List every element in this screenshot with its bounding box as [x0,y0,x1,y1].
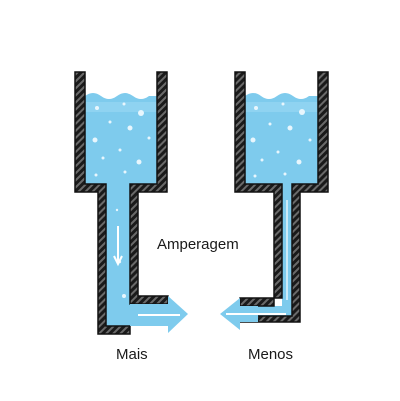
right-bubbles [250,102,312,178]
left-water-surface [85,102,157,112]
right-container [220,71,329,330]
amperage-label: Amperagem [157,236,239,253]
more-label: Mais [116,346,148,363]
right-water [238,93,318,316]
right-water-surface [245,102,318,112]
left-bubbles [92,102,151,298]
left-container [74,71,188,335]
left-water [85,93,168,326]
left-down-arrow [113,226,123,267]
less-label: Menos [248,346,294,363]
